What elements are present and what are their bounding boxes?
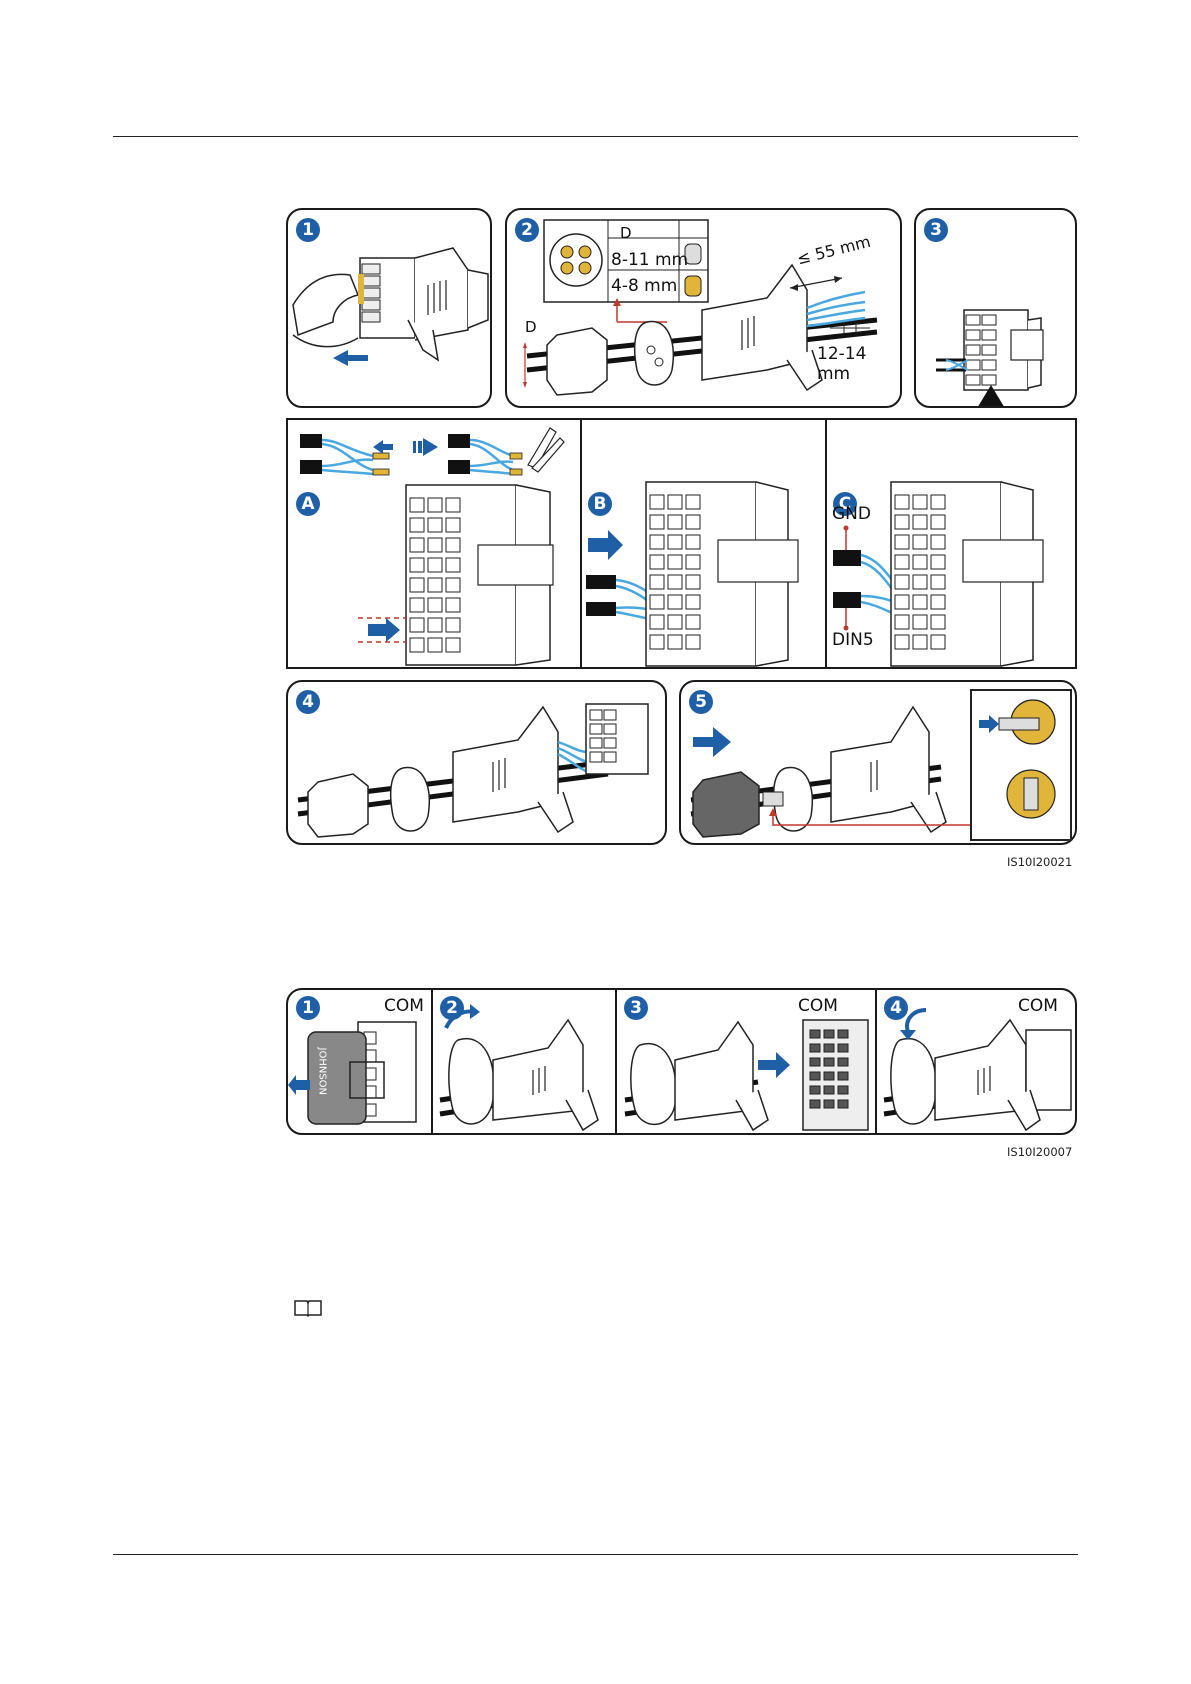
- figure-com-port: 1 2 3 4 COM COM COM: [0, 0, 1191, 1170]
- cap-brand-text: JOHNSON: [317, 1048, 328, 1108]
- book-icon: [293, 1298, 323, 1318]
- footer-rule: [113, 1554, 1078, 1555]
- com-port-illustration: [288, 990, 1077, 1135]
- figure-2-id: IS10I20007: [1007, 1145, 1072, 1159]
- com-steps-panel: 1 2 3 4 COM COM COM: [286, 988, 1077, 1135]
